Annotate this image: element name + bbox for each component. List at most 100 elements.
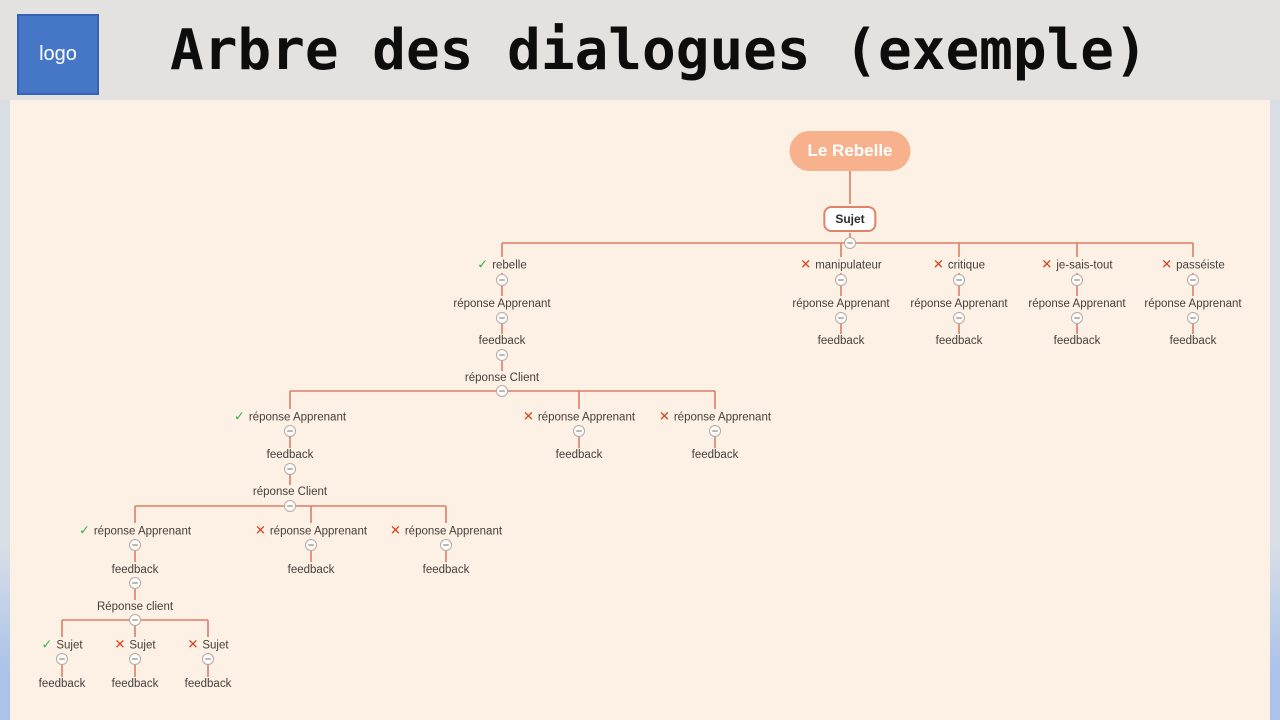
collapse-toggle[interactable]	[129, 539, 141, 551]
tree-node[interactable]: Réponse client	[97, 601, 173, 613]
tree-node-label: feedback	[184, 678, 232, 690]
tree-node-label: je-sais-tout	[1056, 259, 1113, 271]
collapse-toggle[interactable]	[835, 312, 847, 324]
tree-node-label: feedback	[38, 678, 86, 690]
tree-node[interactable]: ✕Sujet	[187, 639, 228, 652]
tree-node-label: réponse Apprenant	[1028, 298, 1126, 310]
collapse-toggle[interactable]	[1187, 312, 1199, 324]
logo-label: logo	[39, 43, 77, 65]
tree-node-label: feedback	[266, 449, 314, 461]
tree-node[interactable]: feedback	[423, 564, 470, 576]
collapse-toggle[interactable]	[496, 312, 508, 324]
tree-connectors-layer	[56, 171, 1199, 677]
tree-node[interactable]: feedback	[185, 678, 232, 690]
tree-node[interactable]: feedback	[818, 335, 865, 347]
tree-node[interactable]: ✕réponse Apprenant	[523, 411, 635, 424]
tree-node[interactable]: feedback	[112, 678, 159, 690]
collapse-toggle[interactable]	[1071, 274, 1083, 286]
collapse-toggle[interactable]	[1187, 274, 1199, 286]
tree-node-label: réponse Apprenant	[910, 298, 1008, 310]
tree-node[interactable]: feedback	[112, 564, 159, 576]
tree-node[interactable]: réponse Apprenant	[1028, 298, 1125, 310]
collapse-toggle[interactable]	[440, 539, 452, 551]
tree-node[interactable]: ✕manipulateur	[800, 259, 881, 272]
tree-node-sujet[interactable]: Sujet	[823, 206, 877, 232]
tree-node[interactable]: feedback	[39, 678, 86, 690]
tree-node[interactable]: feedback	[556, 449, 603, 461]
collapse-toggle[interactable]	[284, 463, 296, 475]
collapse-toggle[interactable]	[953, 274, 965, 286]
tree-node[interactable]: ✕Sujet	[114, 639, 155, 652]
cross-icon: ✕	[1161, 257, 1173, 273]
tree-node[interactable]: feedback	[288, 564, 335, 576]
tree-node-label: réponse Apprenant	[1144, 298, 1242, 310]
cross-icon: ✕	[114, 637, 126, 653]
tree-node[interactable]: réponse Apprenant	[453, 298, 550, 310]
tree-node[interactable]: ✕critique	[933, 259, 985, 272]
tree-node-label: feedback	[111, 678, 159, 690]
tree-node-label: Sujet	[129, 639, 156, 651]
tree-node-label: manipulateur	[815, 259, 882, 271]
tree-node-label: Le Rebelle	[807, 141, 893, 160]
page-title: Arbre des dialogues (exemple)	[170, 17, 1148, 83]
tree-node[interactable]: réponse Client	[253, 486, 327, 498]
tree-node-label: réponse Apprenant	[792, 298, 890, 310]
collapse-toggle[interactable]	[496, 349, 508, 361]
tree-node-label: feedback	[691, 449, 739, 461]
slide-header: logo Arbre des dialogues (exemple)	[0, 0, 1280, 100]
cross-icon: ✕	[522, 409, 534, 425]
collapse-toggle[interactable]	[56, 653, 68, 665]
tree-node[interactable]: ✓Sujet	[41, 639, 82, 652]
tree-node[interactable]: ✓réponse Apprenant	[79, 525, 191, 538]
collapse-toggle[interactable]	[202, 653, 214, 665]
tree-node[interactable]: feedback	[692, 449, 739, 461]
collapse-toggle[interactable]	[496, 274, 508, 286]
tree-node-label: réponse Apprenant	[404, 525, 503, 537]
tree-node-root[interactable]: Le Rebelle	[789, 131, 911, 171]
collapse-toggle[interactable]	[1071, 312, 1083, 324]
collapse-toggle[interactable]	[129, 614, 141, 626]
tree-node-label: passéiste	[1176, 259, 1225, 271]
tree-node[interactable]: ✓rebelle	[477, 259, 526, 272]
collapse-toggle[interactable]	[835, 274, 847, 286]
cross-icon: ✕	[1041, 257, 1053, 273]
tree-node[interactable]: ✓réponse Apprenant	[234, 411, 346, 424]
tree-node[interactable]: réponse Apprenant	[792, 298, 889, 310]
collapse-toggle[interactable]	[844, 237, 856, 249]
tree-node-label: réponse Apprenant	[453, 298, 551, 310]
tree-node[interactable]: feedback	[1170, 335, 1217, 347]
tree-node-label: réponse Apprenant	[93, 525, 192, 537]
tree-node[interactable]: ✕réponse Apprenant	[659, 411, 771, 424]
cross-icon: ✕	[658, 409, 670, 425]
collapse-toggle[interactable]	[284, 500, 296, 512]
collapse-toggle[interactable]	[496, 385, 508, 397]
tree-node[interactable]: réponse Apprenant	[910, 298, 1007, 310]
check-icon: ✓	[477, 257, 489, 273]
tree-node-label: feedback	[422, 564, 470, 576]
tree-node[interactable]: ✕réponse Apprenant	[255, 525, 367, 538]
tree-node[interactable]: ✕passéiste	[1161, 259, 1225, 272]
collapse-toggle[interactable]	[573, 425, 585, 437]
collapse-toggle[interactable]	[284, 425, 296, 437]
collapse-toggle[interactable]	[953, 312, 965, 324]
collapse-toggle[interactable]	[129, 653, 141, 665]
collapse-toggle[interactable]	[129, 577, 141, 589]
tree-node[interactable]: feedback	[936, 335, 983, 347]
check-icon: ✓	[41, 637, 53, 653]
tree-node-label: feedback	[935, 335, 983, 347]
tree-node[interactable]: feedback	[267, 449, 314, 461]
tree-node[interactable]: feedback	[479, 335, 526, 347]
collapse-toggle[interactable]	[709, 425, 721, 437]
tree-node-label: feedback	[555, 449, 603, 461]
tree-node-label: feedback	[1169, 335, 1217, 347]
tree-node[interactable]: feedback	[1054, 335, 1101, 347]
cross-icon: ✕	[800, 257, 812, 273]
tree-node[interactable]: ✕réponse Apprenant	[390, 525, 502, 538]
tree-node[interactable]: réponse Client	[465, 372, 539, 384]
collapse-toggle[interactable]	[305, 539, 317, 551]
tree-node[interactable]: réponse Apprenant	[1144, 298, 1241, 310]
check-icon: ✓	[233, 409, 245, 425]
tree-node[interactable]: ✕je-sais-tout	[1041, 259, 1112, 272]
tree-node-label: réponse Apprenant	[269, 525, 368, 537]
